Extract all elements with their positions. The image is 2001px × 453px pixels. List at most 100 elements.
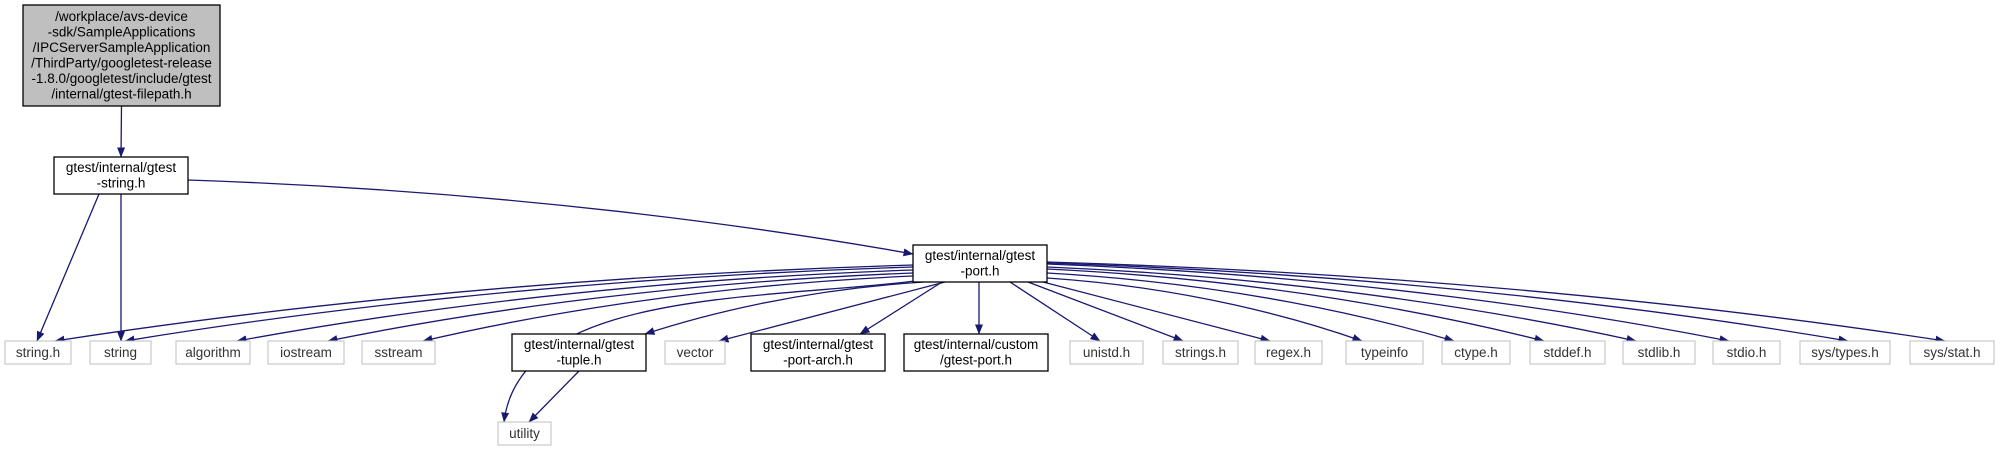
edge-gtest_port-to-stddef bbox=[1046, 268, 1545, 343]
node-label-utility: utility bbox=[509, 426, 540, 441]
edge-gtest_port-to-string bbox=[124, 266, 914, 344]
node-string: string bbox=[89, 340, 152, 365]
node-label-gtest_tuple: gtest/internal/gtest bbox=[524, 337, 635, 352]
node-label-root: /workplace/avs-device bbox=[55, 9, 188, 24]
node-unistd: unistd.h bbox=[1069, 340, 1144, 365]
node-label-root: /IPCServerSampleApplication bbox=[33, 40, 211, 55]
node-sys_stat: sys/stat.h bbox=[1909, 340, 1995, 365]
node-gtest_port_arch[interactable]: gtest/internal/gtest-port-arch.h bbox=[750, 333, 886, 372]
node-utility: utility bbox=[497, 421, 552, 446]
node-label-unistd: unistd.h bbox=[1083, 345, 1130, 360]
node-box-root bbox=[22, 4, 221, 107]
node-stddef: stddef.h bbox=[1529, 340, 1606, 365]
node-label-stddef: stddef.h bbox=[1543, 345, 1591, 360]
node-box-stdio bbox=[1712, 340, 1781, 365]
node-stdlib: stdlib.h bbox=[1622, 340, 1696, 365]
node-label-iostream: iostream bbox=[280, 345, 332, 360]
node-label-custom_port: /gtest-port.h bbox=[940, 353, 1012, 368]
edge-gtest_port-to-gtest_tuple bbox=[644, 281, 925, 335]
edge-gtest_port-to-stdlib bbox=[1046, 266, 1637, 343]
node-custom_port[interactable]: gtest/internal/custom/gtest-port.h bbox=[903, 333, 1049, 372]
node-typeinfo: typeinfo bbox=[1345, 340, 1424, 365]
node-gtest_port[interactable]: gtest/internal/gtest-port.h bbox=[912, 244, 1048, 283]
node-label-gtest_port: gtest/internal/gtest bbox=[925, 248, 1036, 263]
node-label-gtest_string: -string.h bbox=[97, 176, 146, 191]
node-label-sys_stat: sys/stat.h bbox=[1923, 345, 1980, 360]
node-label-gtest_tuple: -tuple.h bbox=[556, 353, 601, 368]
node-vector: vector bbox=[664, 340, 726, 365]
node-label-gtest_string: gtest/internal/gtest bbox=[66, 160, 177, 175]
node-algorithm: algorithm bbox=[175, 340, 251, 365]
node-box-vector bbox=[664, 340, 726, 365]
node-sstream: sstream bbox=[361, 340, 436, 365]
edge-gtest_port-to-typeinfo bbox=[1046, 277, 1363, 342]
node-label-strings_h: strings.h bbox=[1175, 345, 1226, 360]
node-box-iostream bbox=[267, 340, 345, 365]
node-iostream: iostream bbox=[267, 340, 345, 365]
node-box-gtest_port bbox=[912, 244, 1048, 283]
node-label-sys_types: sys/types.h bbox=[1811, 345, 1879, 360]
node-gtest_string[interactable]: gtest/internal/gtest-string.h bbox=[53, 156, 189, 195]
node-box-regex bbox=[1254, 340, 1323, 365]
edge-gtest_port-to-iostream bbox=[327, 272, 914, 344]
node-box-string_h bbox=[4, 340, 72, 365]
node-label-root: /internal/gtest-filepath.h bbox=[51, 87, 191, 102]
node-stdio: stdio.h bbox=[1712, 340, 1781, 365]
node-strings_h: strings.h bbox=[1162, 340, 1239, 365]
edge-gtest_port-to-string_h bbox=[54, 264, 914, 344]
node-box-gtest_string bbox=[53, 156, 189, 195]
node-label-string: string bbox=[104, 345, 137, 360]
node-box-gtest_port_arch bbox=[750, 333, 886, 372]
node-box-stddef bbox=[1529, 340, 1606, 365]
node-label-typeinfo: typeinfo bbox=[1361, 345, 1408, 360]
node-label-algorithm: algorithm bbox=[185, 345, 241, 360]
edge-gtest_port-to-algorithm bbox=[236, 269, 914, 344]
node-label-gtest_port_arch: gtest/internal/gtest bbox=[763, 337, 874, 352]
edge-gtest_tuple-to-utility bbox=[528, 370, 580, 423]
node-regex: regex.h bbox=[1254, 340, 1323, 365]
edge-gtest_port-to-sstream bbox=[422, 275, 914, 343]
edge-gtest_string-to-gtest_port bbox=[187, 179, 914, 257]
nodes-layer: /workplace/avs-device-sdk/SampleApplicat… bbox=[4, 4, 1995, 446]
node-gtest_tuple[interactable]: gtest/internal/gtest-tuple.h bbox=[511, 333, 647, 372]
edge-gtest_port-to-gtest_port_arch bbox=[859, 281, 943, 335]
node-label-vector: vector bbox=[677, 345, 714, 360]
node-label-stdio: stdio.h bbox=[1727, 345, 1767, 360]
node-label-gtest_port: -port.h bbox=[960, 264, 999, 279]
node-label-stdlib: stdlib.h bbox=[1638, 345, 1681, 360]
node-label-root: -sdk/SampleApplications bbox=[48, 25, 196, 40]
node-box-sstream bbox=[361, 340, 436, 365]
node-label-string_h: string.h bbox=[16, 345, 60, 360]
node-ctype: ctype.h bbox=[1441, 340, 1511, 365]
node-box-ctype bbox=[1441, 340, 1511, 365]
node-box-custom_port bbox=[903, 333, 1049, 372]
node-sys_types: sys/types.h bbox=[1799, 340, 1891, 365]
edge-gtest_string-to-string_h bbox=[36, 193, 100, 342]
node-root[interactable]: /workplace/avs-device-sdk/SampleApplicat… bbox=[22, 4, 221, 107]
node-box-sys_stat bbox=[1909, 340, 1995, 365]
node-box-utility bbox=[497, 421, 552, 446]
edge-root-to-gtest_string bbox=[117, 105, 126, 158]
edge-gtest_port-to-regex bbox=[1042, 281, 1271, 343]
edge-gtest_port-to-vector bbox=[718, 281, 946, 343]
node-label-root: /ThirdParty/googletest-release bbox=[31, 56, 212, 71]
edge-gtest_port-to-unistd bbox=[1009, 281, 1101, 342]
node-box-typeinfo bbox=[1345, 340, 1424, 365]
node-box-unistd bbox=[1069, 340, 1144, 365]
node-label-gtest_port_arch: -port-arch.h bbox=[783, 353, 853, 368]
edge-gtest_port-to-strings_h bbox=[1027, 281, 1184, 342]
node-box-stdlib bbox=[1622, 340, 1696, 365]
edge-gtest_port-to-ctype bbox=[1046, 272, 1455, 343]
node-box-algorithm bbox=[175, 340, 251, 365]
node-string_h: string.h bbox=[4, 340, 72, 365]
node-label-sstream: sstream bbox=[374, 345, 422, 360]
node-box-string bbox=[89, 340, 152, 365]
node-label-regex: regex.h bbox=[1266, 345, 1311, 360]
edges-layer bbox=[36, 105, 1946, 423]
node-label-ctype: ctype.h bbox=[1454, 345, 1498, 360]
node-label-custom_port: gtest/internal/custom bbox=[914, 337, 1039, 352]
node-box-strings_h bbox=[1162, 340, 1239, 365]
edge-gtest_port-to-stdio bbox=[1046, 263, 1730, 344]
edge-gtest_port-to-sys_stat bbox=[1046, 261, 1946, 344]
